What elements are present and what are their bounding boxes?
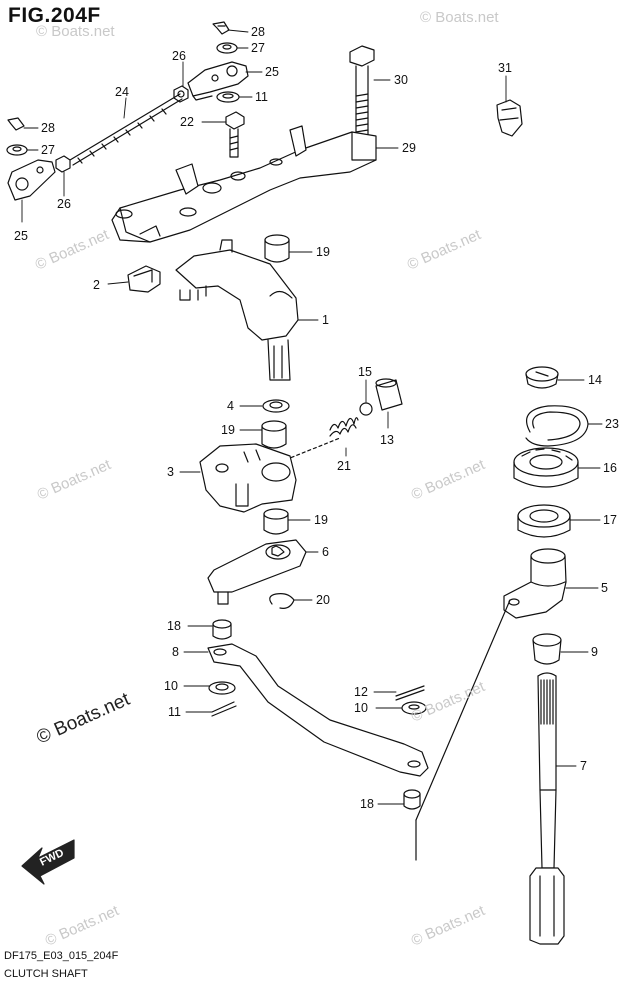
washer-27-top [216,42,238,54]
callout-6: 6 [322,545,329,559]
bushing-19-mid [261,420,287,449]
bushing-18-top [212,619,232,640]
plug-14 [525,366,559,389]
clip-28-left [7,117,25,131]
watermark: © Boats.net [43,902,122,950]
callout-4: 4 [227,399,234,413]
callout-3: 3 [167,465,174,479]
circlip-23 [525,405,589,447]
leader-lines [21,29,603,805]
callout-29: 29 [402,141,416,155]
watermark: © Boats.net [35,456,114,504]
washer-10-left [208,681,236,695]
watermark: © Boats.net [409,678,488,726]
callout-13: 13 [380,433,394,447]
bracket-29 [111,125,377,243]
callout-8: 8 [172,645,179,659]
bushing-19-low [263,508,289,535]
callout-19: 19 [316,245,330,259]
cotter-pin-11 [211,701,237,717]
callout-27: 27 [41,143,55,157]
callout-10: 10 [164,679,178,693]
callout-2: 2 [93,278,100,292]
callout-23: 23 [605,417,619,431]
ball-15 [359,402,373,416]
model-code: DF175_E03_015_204F [4,950,119,962]
callout-17: 17 [603,513,617,527]
callout-1: 1 [322,313,329,327]
shift-lever-1 [175,239,299,381]
callout-numbers: 28 27 26 25 11 30 31 24 22 28 27 29 26 2… [14,25,619,811]
clip-31 [496,99,523,137]
callout-16: 16 [603,461,617,475]
clutch-shaft-7 [529,672,565,945]
watermark: © Boats.net [420,9,499,26]
figure-title: FIG.204F [8,4,101,27]
seal-17 [517,504,571,538]
callout-19: 19 [221,423,235,437]
callout-18: 18 [167,619,181,633]
watermark: © Boats.net [409,902,488,950]
callout-20: 20 [316,593,330,607]
cotter-pin-12 [395,685,425,701]
callout-14: 14 [588,373,602,387]
bolt-30 [349,45,375,141]
link-rod-8 [207,643,429,777]
callout-30: 30 [394,73,408,87]
callout-21: 21 [337,459,351,473]
fwd-arrow-icon [21,839,75,885]
threaded-rod-24 [69,93,183,166]
callout-12: 12 [354,685,368,699]
watermark: © Boats.net [36,23,115,40]
callout-5: 5 [601,581,608,595]
washer-4 [262,399,290,413]
bracket-5 [503,548,567,619]
callout-18: 18 [360,797,374,811]
watermark: © Boats.net [405,226,484,274]
lever-6 [207,539,307,605]
callout-7: 7 [580,759,587,773]
callout-31: 31 [498,61,512,75]
washer-11 [216,91,240,103]
clip-28-top [212,21,230,35]
callout-9: 9 [591,645,598,659]
ball-joint-25-left [7,159,56,201]
e-clip-20 [269,593,295,609]
bearing-16 [513,447,579,488]
callout-25: 25 [265,65,279,79]
bushing-19-top [264,234,290,263]
callout-28: 28 [251,25,265,39]
callout-11: 11 [255,90,268,104]
callout-15: 15 [358,365,372,379]
watermark: © Boats.net [409,456,488,504]
alignment-line [415,599,511,821]
callout-28: 28 [41,121,55,135]
callout-10: 10 [354,701,368,715]
washer-27-left [6,144,28,156]
callout-24: 24 [115,85,129,99]
bushing-18-low [403,789,421,810]
clip-2 [127,265,161,293]
bolt-22 [225,111,245,158]
nut-26-left [55,155,71,173]
callout-26: 26 [172,49,186,63]
watermark: © Boats.net [33,226,112,274]
cam-housing-3 [199,443,297,513]
ball-joint-25-top [187,61,249,101]
callout-22: 22 [180,115,194,129]
callout-25: 25 [14,229,28,243]
callout-26: 26 [57,197,71,211]
bushing-9 [532,633,562,665]
sleeve-13 [375,378,403,411]
callout-27: 27 [251,41,265,55]
section-name: CLUTCH SHAFT [4,968,88,980]
spring-21 [279,417,359,463]
watermark-dark: © Boats.net [33,689,133,749]
callout-11: 11 [168,705,181,719]
callout-19: 19 [314,513,328,527]
